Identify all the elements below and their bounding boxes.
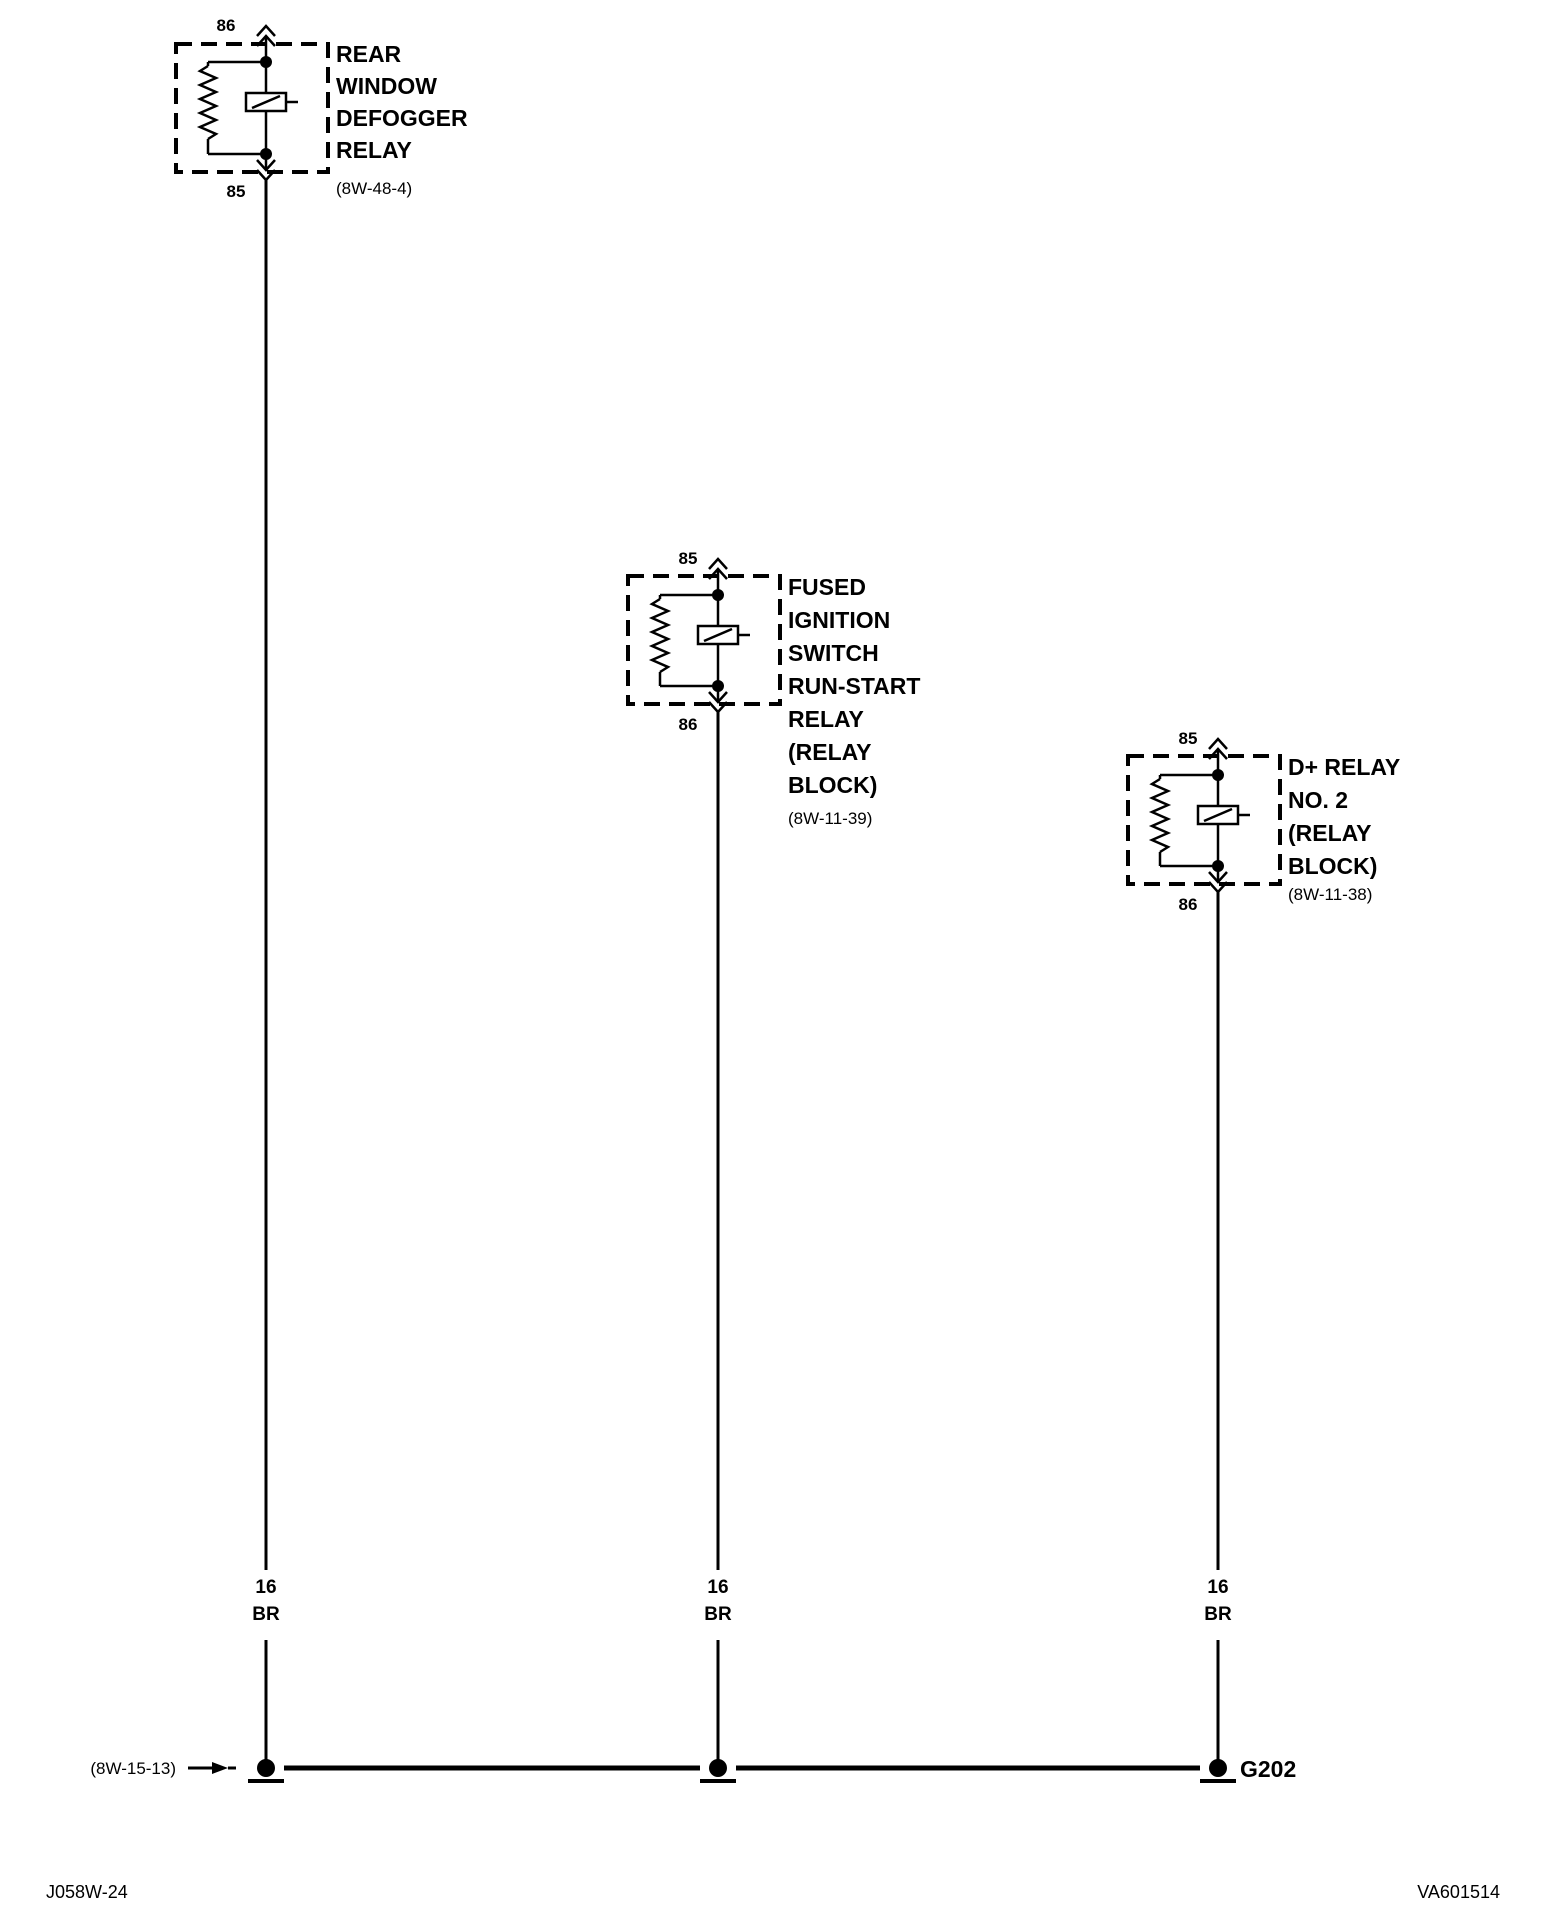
connector-chevron-up-icon (256, 24, 276, 37)
wire-gauge: 16 (255, 1577, 276, 1598)
wire-3: 16 BR (1204, 892, 1232, 1765)
relay-box (1126, 754, 1282, 886)
relay-title-line: WINDOW (336, 73, 437, 99)
connector-chevron-down-icon (708, 691, 728, 704)
connector-chevron-down-icon (256, 159, 276, 172)
relay-title-line: RELAY (336, 137, 412, 163)
relay-fused-ignition-switch-run-start: 85 86 FUSED IGNITION SWITCH RUN-START RE… (626, 549, 920, 828)
connector-chevron-down-icon (1208, 871, 1228, 884)
wire-color: BR (704, 1604, 732, 1625)
relay-page-ref: (8W-11-39) (788, 809, 872, 828)
ground-label: G202 (1240, 1756, 1296, 1782)
relay-title-line: NO. 2 (1288, 787, 1348, 813)
relay-title-line: BLOCK) (1288, 853, 1377, 879)
relay-title-line: (RELAY (788, 739, 872, 765)
relay-bottom-pin: 85 (227, 182, 246, 201)
ground-bus: (8W-15-13) G202 (90, 1756, 1296, 1783)
relay-d-plus-no-2: 85 86 D+ RELAY NO. 2 (RELAY BLOCK) (8W-1… (1126, 729, 1400, 914)
wire-color: BR (1204, 1604, 1232, 1625)
relay-top-pin: 85 (1179, 729, 1198, 748)
footer-right-code: VA601514 (1417, 1882, 1500, 1902)
arrow-right-icon (212, 1762, 228, 1774)
wire-color: BR (252, 1604, 280, 1625)
wire-gauge: 16 (707, 1577, 728, 1598)
wire-2: 16 BR (704, 712, 732, 1765)
connector-chevron-up-icon (1208, 737, 1228, 750)
relay-bottom-pin: 86 (679, 715, 698, 734)
footer-left-code: J058W-24 (46, 1882, 128, 1902)
resistor-icon (1148, 777, 1172, 854)
relay-title-line: FUSED (788, 574, 866, 600)
relay-bottom-pin: 86 (1179, 895, 1198, 914)
incoming-page-ref: (8W-15-13) (90, 1759, 176, 1778)
wire-1: 16 BR (252, 180, 280, 1765)
relay-title-line: DEFOGGER (336, 105, 468, 131)
ground-splice-dot-icon (257, 1759, 275, 1777)
relay-rear-window-defogger: 86 85 REAR WINDOW DEFOGGER RELAY (8W-48-… (174, 16, 468, 201)
relay-title-line: RUN-START (788, 673, 920, 699)
resistor-icon (196, 64, 220, 141)
connector-chevron-up-icon (708, 557, 728, 570)
ground-splice-dot-icon (1209, 1759, 1227, 1777)
relay-box (626, 574, 782, 706)
wire-gauge: 16 (1207, 1577, 1228, 1598)
relay-title-line: (RELAY (1288, 820, 1372, 846)
relay-title-line: BLOCK) (788, 772, 877, 798)
resistor-icon (648, 597, 672, 674)
relay-title-line: SWITCH (788, 640, 879, 666)
relay-title-line: RELAY (788, 706, 864, 732)
relay-title-line: REAR (336, 41, 402, 67)
relay-title-line: D+ RELAY (1288, 754, 1400, 780)
ground-splice-dot-icon (709, 1759, 727, 1777)
relay-box (174, 42, 330, 174)
relay-top-pin: 86 (217, 16, 236, 35)
relay-title-line: IGNITION (788, 607, 890, 633)
relay-page-ref: (8W-48-4) (336, 179, 412, 198)
relay-page-ref: (8W-11-38) (1288, 885, 1372, 904)
relay-top-pin: 85 (679, 549, 698, 568)
